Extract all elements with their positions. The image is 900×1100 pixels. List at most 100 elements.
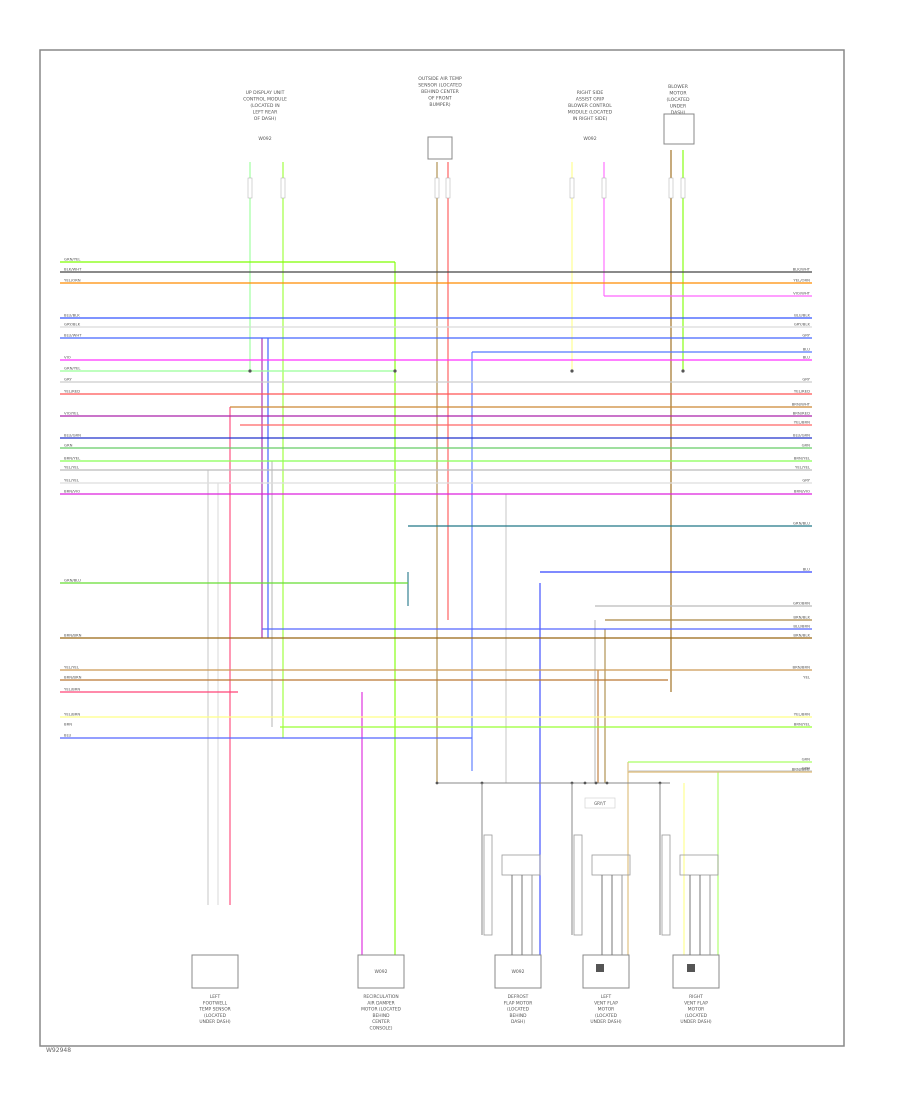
wire-tag [601,177,607,199]
diagram-border [39,49,845,1047]
splice-dot [570,369,574,373]
wire-label-right: GRY [802,333,810,338]
component-box [494,954,542,989]
wire-label-right: YEL [803,675,811,680]
component-label-line: RIGHT [689,994,703,1000]
component-label-line: BEHIND [372,1013,390,1019]
wire-tag [247,177,253,199]
component-box-label: W092 [374,969,387,975]
motor-frame [573,834,583,936]
wire-label-left: BRN/BRN [64,675,82,680]
wire-label-left: BRN/VIO [64,489,80,494]
wire-label-left: BRN/YEL [64,456,81,461]
wire-label-right: GRY [802,478,810,483]
component-label-line: UNDER DASH) [680,1019,711,1025]
component-label-line: CONTROL MODULE [243,97,287,103]
component-label-line: OF FRONT [428,96,452,102]
splice-dot [681,369,685,373]
component-code: W092 [258,136,271,142]
component-label-line: RECIRCULATION [363,994,398,1000]
wire-label-left: GRY/BLK [64,322,81,327]
wire-label-right: GRN [802,757,811,762]
motor-schematic [571,783,631,955]
splice-dot [594,781,598,785]
component-label-line: OF DASH) [254,116,277,122]
motor-label-box [584,797,616,809]
wire-label-right: YEL/YEL [795,465,811,470]
motor-schematic [481,783,541,955]
wire-label-right: BRN/BLK [793,633,810,638]
component-box [582,954,630,989]
component-box [357,954,405,989]
component-label-line: SENSOR (LOCATED [418,83,462,89]
wire-label-left: YEL/YEL [64,465,80,470]
sensor-symbol [687,964,695,972]
component-label-line: LEFT REAR [253,110,279,116]
wire-label-right: YEL/RED [794,389,810,394]
wire-label-left: YEL/RED [64,389,80,394]
component-label-line: MOTOR [688,1007,704,1013]
splice-dot [435,781,439,785]
motor-frame [591,854,631,876]
wire-label-right: BLU [803,347,811,352]
wire-label-right: GRY/BLK [794,322,811,327]
wire-label-right: YEL/ORN [793,278,810,283]
wire-label-left: YEL/YEL [64,665,80,670]
component-label-line: AIR DAMPER [367,1000,394,1006]
component-label-line: UNDER DASH) [199,1019,230,1025]
wire-label-right: BRN/WHT [792,402,811,407]
wire-label-left: BLU/GRN [64,433,81,438]
wire-label-left: BRN [64,722,72,727]
component-label-line: UNDER [670,104,687,110]
wire-label-right: GRN/BLU [793,521,810,526]
motor-label: GRY/T [594,801,606,806]
wire-label-left: BLU [64,733,72,738]
component-label-line: UP DISPLAY UNIT [246,90,285,96]
wire-label-right: BRN/BLK [793,615,810,620]
component-label-line: (LOCATED [685,1013,708,1019]
wire-tag [569,177,575,199]
component-label-line: UNDER DASH) [590,1019,621,1025]
wire-label-right: BLU/BRN [793,624,810,629]
wire-tag [280,177,286,199]
component-box [191,954,239,989]
wire-label-right: BRN/YEL [794,722,811,727]
component-label-line: DASH) [671,110,686,116]
vertical-wire-group [207,150,719,955]
splice-dot [393,369,397,373]
wire-label-left: GRN/BLU [64,578,81,583]
wire-tag [445,177,451,199]
component-label-line: MOTOR [669,91,687,97]
component-label-line: BUMPER) [429,102,450,108]
wire-label-right: YEL/BRN [794,420,810,425]
wire-tag [668,177,674,199]
wire-label-left: BRN/BRN [64,633,82,638]
component-label-line: CONSOLE) [370,1026,393,1032]
component-label-line: MOTOR [598,1007,614,1013]
wire-label-left: BLU/WHT [64,333,82,338]
component-label-line: MOTOR (LOCATED [361,1007,401,1013]
component-label-line: ASSIST GRIP [576,97,605,103]
wire-label-right: GRY [802,377,810,382]
component-label-line: OUTSIDE AIR TEMP [418,76,462,82]
component-box-label: W092 [511,969,524,975]
wire-label-right: BRN/BRN [793,665,811,670]
splice-dot [605,781,609,785]
motor-frame [501,854,541,876]
component-label-line: (LOCATED [507,1007,530,1013]
component-label-line: BLOWER CONTROL [568,103,612,109]
wire-label-right: BLU/BLK [794,313,810,318]
motor-frame [679,854,719,876]
wire-label-left: YEL/ORN [64,278,81,283]
